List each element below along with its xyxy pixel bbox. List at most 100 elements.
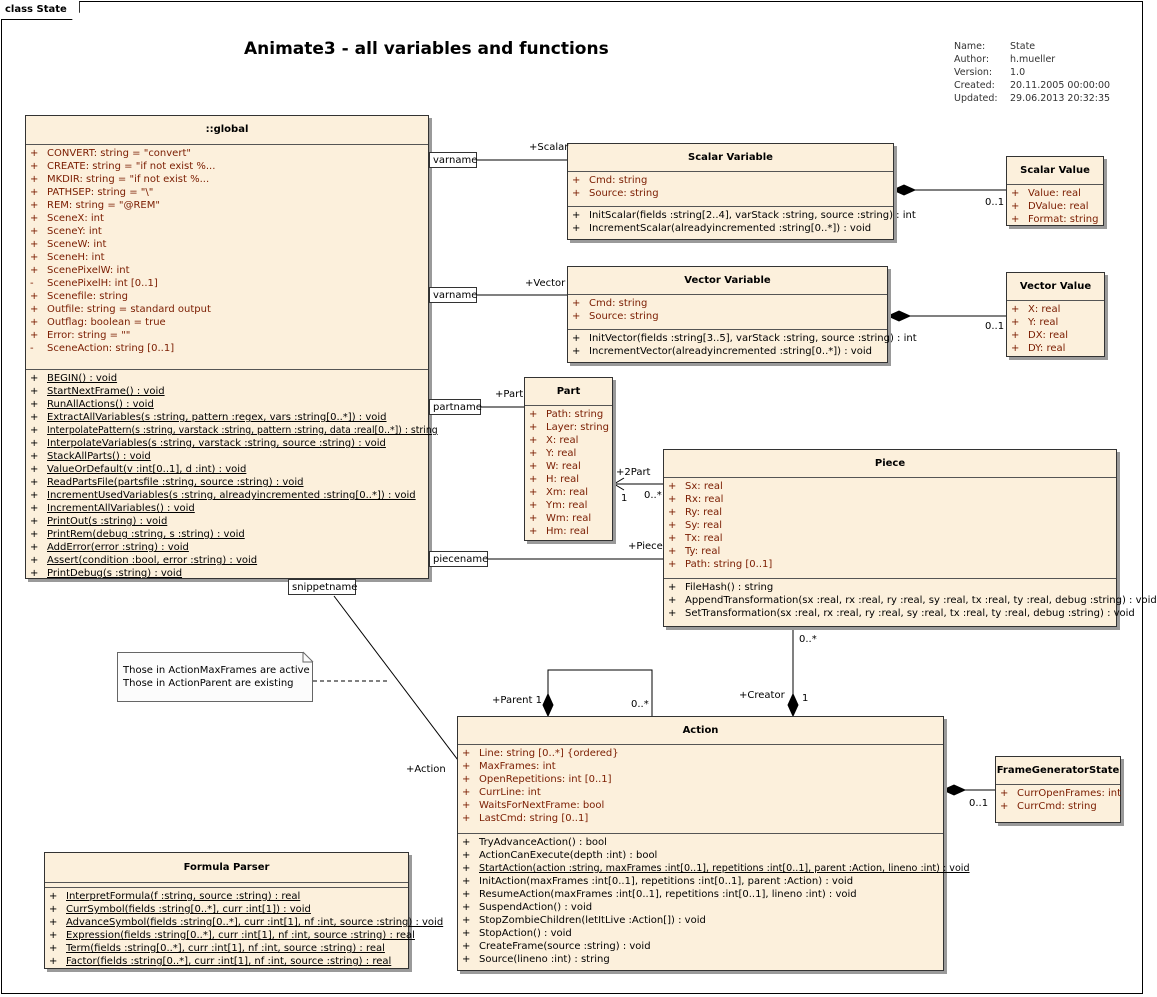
- class-name: ::global: [205, 124, 249, 135]
- role-scalar: +Scalar: [529, 142, 569, 153]
- attribute: +CurrOpenFrames: int: [1000, 788, 1122, 799]
- operation: +IncrementVector(alreadyincremented :str…: [572, 346, 872, 357]
- meta-key: Updated:: [954, 93, 998, 104]
- class-piece[interactable]: Piece +Sx: real +Rx: real +Ry: real +Sy:…: [663, 449, 1157, 627]
- attribute: +LastCmd: string [0..1]: [462, 813, 589, 824]
- class-scalar-variable[interactable]: Scalar Variable +Cmd: string +Source: st…: [567, 143, 916, 240]
- operation: +TryAdvanceAction() : bool: [462, 837, 607, 848]
- attribute: +DX: real: [1011, 330, 1069, 341]
- class-vector-value[interactable]: Vector Value +X: real +Y: real +DX: real…: [1006, 272, 1105, 357]
- operation-compartment: +FileHash() : string +AppendTransformati…: [664, 578, 1157, 622]
- class-name: Formula Parser: [183, 862, 270, 873]
- attribute: +SceneX: int: [30, 213, 104, 224]
- attribute: +CurrLine: int: [462, 787, 541, 798]
- operation: +CreateFrame(source :string) : void: [462, 941, 651, 952]
- operation: +InterpolateVariables(s :string, varstac…: [30, 438, 386, 449]
- class-action[interactable]: Action +Line: string [0..*] {ordered} +M…: [457, 716, 970, 971]
- attribute: +Hm: real: [529, 526, 589, 537]
- attribute: +Xm: real: [529, 487, 589, 498]
- operation: +IncrementUsedVariables(s :string, alrea…: [30, 490, 416, 501]
- attribute: +DValue: real: [1011, 201, 1089, 212]
- class-global[interactable]: ::global +CONVERT: string = "convert" +C…: [25, 115, 438, 579]
- note-line: Those in ActionParent are existing: [123, 678, 294, 689]
- mult-action-children: 0..*: [631, 699, 649, 710]
- class-name: Vector Variable: [684, 275, 771, 286]
- class-name: Scalar Variable: [688, 152, 773, 163]
- class-scalar-value[interactable]: Scalar Value +Value: real +DValue: real …: [1006, 156, 1104, 226]
- operation: +FileHash() : string: [668, 582, 774, 593]
- attribute: -SceneAction: string [0..1]: [30, 343, 175, 354]
- diamond-icon: [542, 692, 554, 718]
- attribute: +ScenePixelW: int: [30, 265, 130, 276]
- attribute-compartment: +Path: string +Layer: string +X: real +Y…: [525, 405, 612, 540]
- operation: +StopZombieChildren(letItLive :Action[])…: [462, 915, 706, 926]
- diagram-title: Animate3 - all variables and functions: [244, 39, 609, 59]
- qualifier-snippetname: snippetname: [288, 579, 357, 595]
- attribute: +Source: string: [572, 188, 659, 199]
- attribute: +Path: string [0..1]: [668, 559, 773, 570]
- operation: +Source(lineno :int) : string: [462, 954, 610, 965]
- attribute-compartment: +Value: real +DValue: real +Format: stri…: [1007, 184, 1103, 228]
- operation: +ValueOrDefault(v :int[0..1], d :int) : …: [30, 464, 247, 475]
- class-vector-variable[interactable]: Vector Variable +Cmd: string +Source: st…: [567, 266, 917, 363]
- operation: +IncrementScalar(alreadyincremented :str…: [572, 223, 872, 234]
- operation: +InterpolatePattern(s :string, varstack …: [30, 425, 438, 436]
- operation: +StartNextFrame() : void: [30, 386, 165, 397]
- operation: +ReadPartsFile(partsfile :string, source…: [30, 477, 304, 488]
- attribute-compartment: +Sx: real +Rx: real +Ry: real +Sy: real …: [664, 477, 1116, 578]
- attribute-compartment: +CurrOpenFrames: int +CurrCmd: string: [996, 784, 1122, 815]
- attribute-compartment: +X: real +Y: real +DX: real +DY: real: [1007, 300, 1104, 357]
- role-two-part: +2Part: [616, 467, 651, 478]
- operation: +InterpretFormula(f :string, source :str…: [49, 891, 301, 902]
- attribute: +CREATE: string = "if not exist %...: [30, 161, 216, 172]
- attribute: +Line: string [0..*] {ordered}: [462, 748, 619, 759]
- attribute: +Layer: string: [529, 422, 609, 433]
- attribute: +Format: string: [1011, 214, 1099, 225]
- meta-key: Author:: [954, 54, 990, 65]
- meta-key: Created:: [954, 80, 995, 91]
- mult-vector-value: 0..1: [985, 321, 1005, 332]
- attribute: +Y: real: [529, 448, 577, 459]
- attribute-compartment: +CONVERT: string = "convert" +CREATE: st…: [26, 144, 428, 369]
- diamond-icon: [787, 692, 799, 718]
- attribute: +Value: real: [1011, 188, 1081, 199]
- operation-compartment: +InitScalar(fields :string[2..4], varSta…: [568, 206, 916, 237]
- meta-value: State: [1010, 41, 1036, 52]
- attribute: +W: real: [529, 461, 581, 472]
- attribute: +DY: real: [1011, 343, 1066, 354]
- class-name: Piece: [874, 458, 906, 469]
- role-part: +Part: [495, 389, 524, 400]
- attribute: +H: real: [529, 474, 580, 485]
- attribute: +SceneW: int: [30, 239, 107, 250]
- attribute: +Outflag: boolean = true: [30, 317, 166, 328]
- operation: +StopAction() : void: [462, 928, 572, 939]
- class-name: Action: [682, 725, 719, 736]
- attribute: +MaxFrames: int: [462, 761, 556, 772]
- note-corner-icon: [302, 651, 314, 663]
- operation: +ExtractAllVariables(s :string, pattern …: [30, 412, 387, 423]
- operation: +ResumeAction(maxFrames :int[0..1], repe…: [462, 889, 857, 900]
- mult-piece-many: 0..*: [644, 490, 662, 501]
- operation-compartment: +InitVector(fields :string[3..5], varSta…: [568, 329, 917, 360]
- meta-value: h.mueller: [1010, 54, 1056, 65]
- operation: +Assert(condition :bool, error :string) …: [30, 555, 258, 566]
- role-piece: +Piece: [628, 541, 663, 552]
- operation: +IncrementAllVariables() : void: [30, 503, 195, 514]
- attribute: -ScenePixelH: int [0..1]: [30, 278, 158, 289]
- operation: +BEGIN() : void: [30, 373, 118, 384]
- attribute: +Path: string: [529, 409, 604, 420]
- operation: +PrintDebug(s :string) : void: [30, 568, 183, 579]
- operation: +StartAction(action :string, maxFrames :…: [462, 863, 970, 874]
- attribute-compartment: [45, 882, 408, 887]
- meta-key: Name:: [954, 41, 986, 52]
- meta-value: 29.06.2013 20:32:35: [1010, 93, 1111, 104]
- class-formula-parser[interactable]: Formula Parser +InterpretFormula(f :stri…: [44, 852, 443, 969]
- class-frame-generator-state[interactable]: FrameGeneratorState +CurrOpenFrames: int…: [995, 756, 1121, 823]
- mult-piece-creator: 0..*: [799, 634, 817, 645]
- class-part[interactable]: Part +Path: string +Layer: string +X: re…: [524, 377, 613, 541]
- qualifier-partname: partname: [429, 399, 482, 415]
- attribute: +X: real: [529, 435, 579, 446]
- attribute: +Tx: real: [668, 533, 723, 544]
